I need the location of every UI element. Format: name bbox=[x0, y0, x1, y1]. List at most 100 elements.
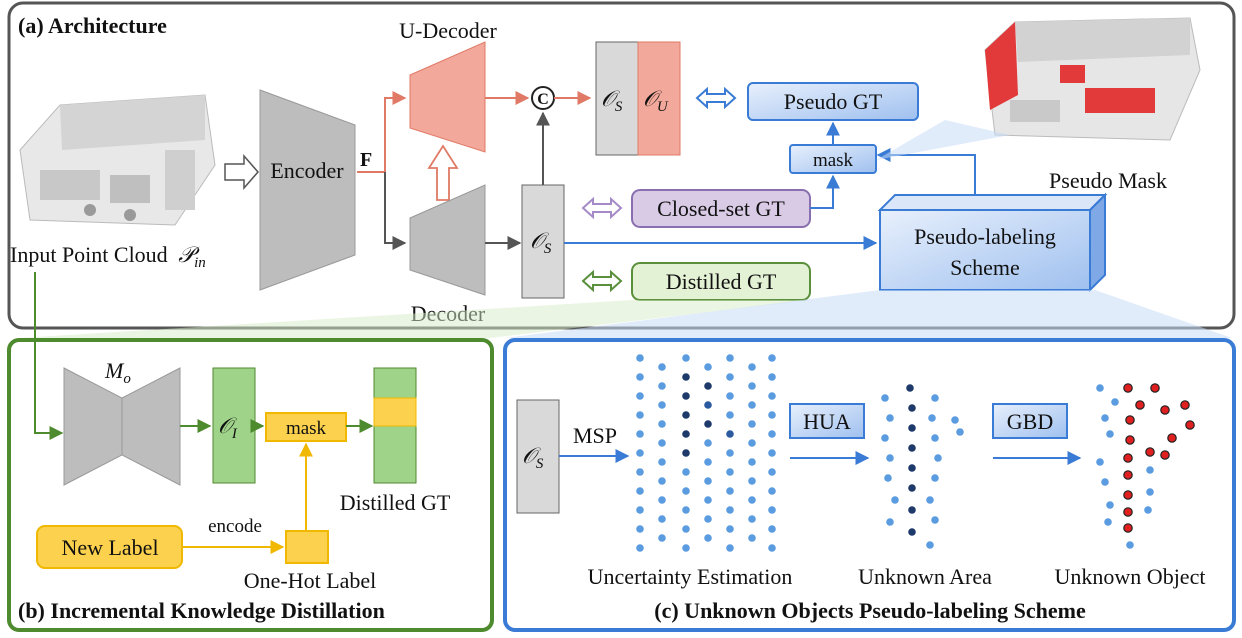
uncertainty-point bbox=[704, 401, 712, 409]
uncertainty-point bbox=[682, 544, 690, 552]
feature-to-udecoder-arrow bbox=[357, 91, 407, 173]
unknown-area-point bbox=[906, 384, 914, 392]
unknown-object-dot-cloud bbox=[1096, 383, 1195, 549]
distilled-cone bbox=[20, 300, 810, 338]
uncertainty-point bbox=[726, 449, 734, 457]
uncertainty-point bbox=[748, 439, 756, 447]
uncertainty-point bbox=[748, 515, 756, 523]
unknown-object-point bbox=[1145, 447, 1155, 457]
uncertainty-point bbox=[682, 487, 690, 495]
uncertainty-point bbox=[658, 382, 666, 390]
uncertainty-point bbox=[682, 373, 690, 381]
architecture-title: (a) Architecture bbox=[18, 13, 167, 38]
unknown-area-point bbox=[881, 394, 889, 402]
unknown-object-label: Unknown Object bbox=[1055, 564, 1206, 589]
scheme-to-mask-arrow bbox=[876, 148, 976, 195]
unknown-object-point bbox=[1180, 400, 1190, 410]
uncertainty-point bbox=[748, 420, 756, 428]
unknown-area-point bbox=[908, 464, 916, 472]
gbd-box bbox=[992, 403, 1068, 439]
unknown-object-point bbox=[1150, 383, 1160, 393]
closed-set-gt-label: Closed-set GT bbox=[657, 196, 785, 221]
uncertainty-point bbox=[726, 487, 734, 495]
unknown-object-point bbox=[1101, 478, 1109, 486]
uncertainty-point bbox=[768, 449, 776, 457]
uncertainty-point bbox=[768, 354, 776, 362]
unknown-area-point bbox=[934, 454, 942, 462]
uncertainty-point bbox=[682, 525, 690, 533]
uncertainty-point bbox=[704, 534, 712, 542]
uncertainty-point bbox=[682, 430, 690, 438]
u-decoder-block bbox=[409, 41, 486, 153]
unknown-object-point bbox=[1104, 518, 1112, 526]
uncertainty-point bbox=[726, 506, 734, 514]
gbd-label: GBD bbox=[1007, 409, 1053, 434]
distill-gt-label: Distilled GT bbox=[340, 490, 451, 515]
uncertainty-point bbox=[682, 392, 690, 400]
unknown-area-point bbox=[926, 496, 934, 504]
uncertainty-point bbox=[636, 354, 644, 362]
scheme-label-line1: Pseudo-labeling bbox=[914, 224, 1056, 249]
unknown-area-label: Unknown Area bbox=[858, 564, 992, 589]
uncertainty-point bbox=[636, 373, 644, 381]
uncertainty-point bbox=[704, 496, 712, 504]
uncertainty-point bbox=[726, 544, 734, 552]
unknown-object-point bbox=[1106, 430, 1114, 438]
unknown-object-point bbox=[1096, 458, 1104, 466]
uncertainty-point bbox=[704, 458, 712, 466]
uncertainty-point bbox=[658, 496, 666, 504]
distill-mask-box bbox=[265, 412, 347, 442]
unknown-area-point bbox=[886, 518, 894, 526]
output-os-block bbox=[521, 184, 565, 299]
model-label: Mo bbox=[104, 358, 131, 387]
uncertainty-point bbox=[636, 430, 644, 438]
unknown-object-point bbox=[1160, 450, 1170, 460]
uncertainty-point bbox=[726, 430, 734, 438]
uncertainty-point bbox=[658, 534, 666, 542]
unknown-area-point bbox=[956, 428, 964, 436]
distill-mask-label: mask bbox=[286, 418, 327, 439]
msp-label: MSP bbox=[573, 423, 617, 448]
unknown-object-point bbox=[1123, 507, 1133, 517]
hua-label: HUA bbox=[803, 409, 851, 434]
unknown-area-point bbox=[908, 528, 916, 536]
pseudo-gt-box bbox=[747, 82, 919, 121]
output-oi-block bbox=[212, 367, 256, 484]
unknown-area-point bbox=[908, 484, 916, 492]
uncertainty-point bbox=[636, 506, 644, 514]
unknown-object-point bbox=[1126, 541, 1134, 549]
distilled-gt-highlight bbox=[373, 397, 417, 427]
uncertainty-point bbox=[636, 487, 644, 495]
distilled-gt-label: Distilled GT bbox=[666, 269, 777, 294]
uncertainty-point bbox=[768, 506, 776, 514]
unknown-area-point bbox=[881, 434, 889, 442]
uncertainty-point bbox=[726, 411, 734, 419]
unknown-object-point bbox=[1111, 398, 1119, 406]
unknown-object-point bbox=[1185, 420, 1195, 430]
uncertainty-dot-cloud bbox=[636, 354, 776, 552]
pseudo-labeling-title: (c) Unknown Objects Pseudo-labeling Sche… bbox=[654, 598, 1086, 623]
unknown-area-point bbox=[951, 416, 959, 424]
encode-label: encode bbox=[208, 516, 262, 537]
scheme-label-line2: Scheme bbox=[950, 255, 1020, 280]
uncertainty-point bbox=[658, 458, 666, 466]
uncertainty-point bbox=[658, 363, 666, 371]
one-hot-label: One-Hot Label bbox=[244, 568, 377, 593]
unknown-object-point bbox=[1123, 453, 1133, 463]
u-decoder-label: U-Decoder bbox=[399, 18, 497, 43]
unknown-area-point bbox=[928, 414, 936, 422]
unknown-object-point bbox=[1167, 433, 1177, 443]
scheme-os-block bbox=[516, 399, 560, 514]
unknown-object-point bbox=[1135, 400, 1145, 410]
unknown-area-point bbox=[908, 444, 916, 452]
uncertainty-point bbox=[726, 373, 734, 381]
hua-box bbox=[789, 403, 865, 439]
unknown-object-point bbox=[1146, 466, 1154, 474]
unknown-area-point bbox=[931, 474, 939, 482]
unknown-area-point bbox=[908, 506, 916, 514]
unknown-area-point bbox=[926, 541, 934, 549]
input-arrow bbox=[224, 154, 259, 190]
uncertainty-point bbox=[748, 477, 756, 485]
uncertainty-point bbox=[768, 487, 776, 495]
